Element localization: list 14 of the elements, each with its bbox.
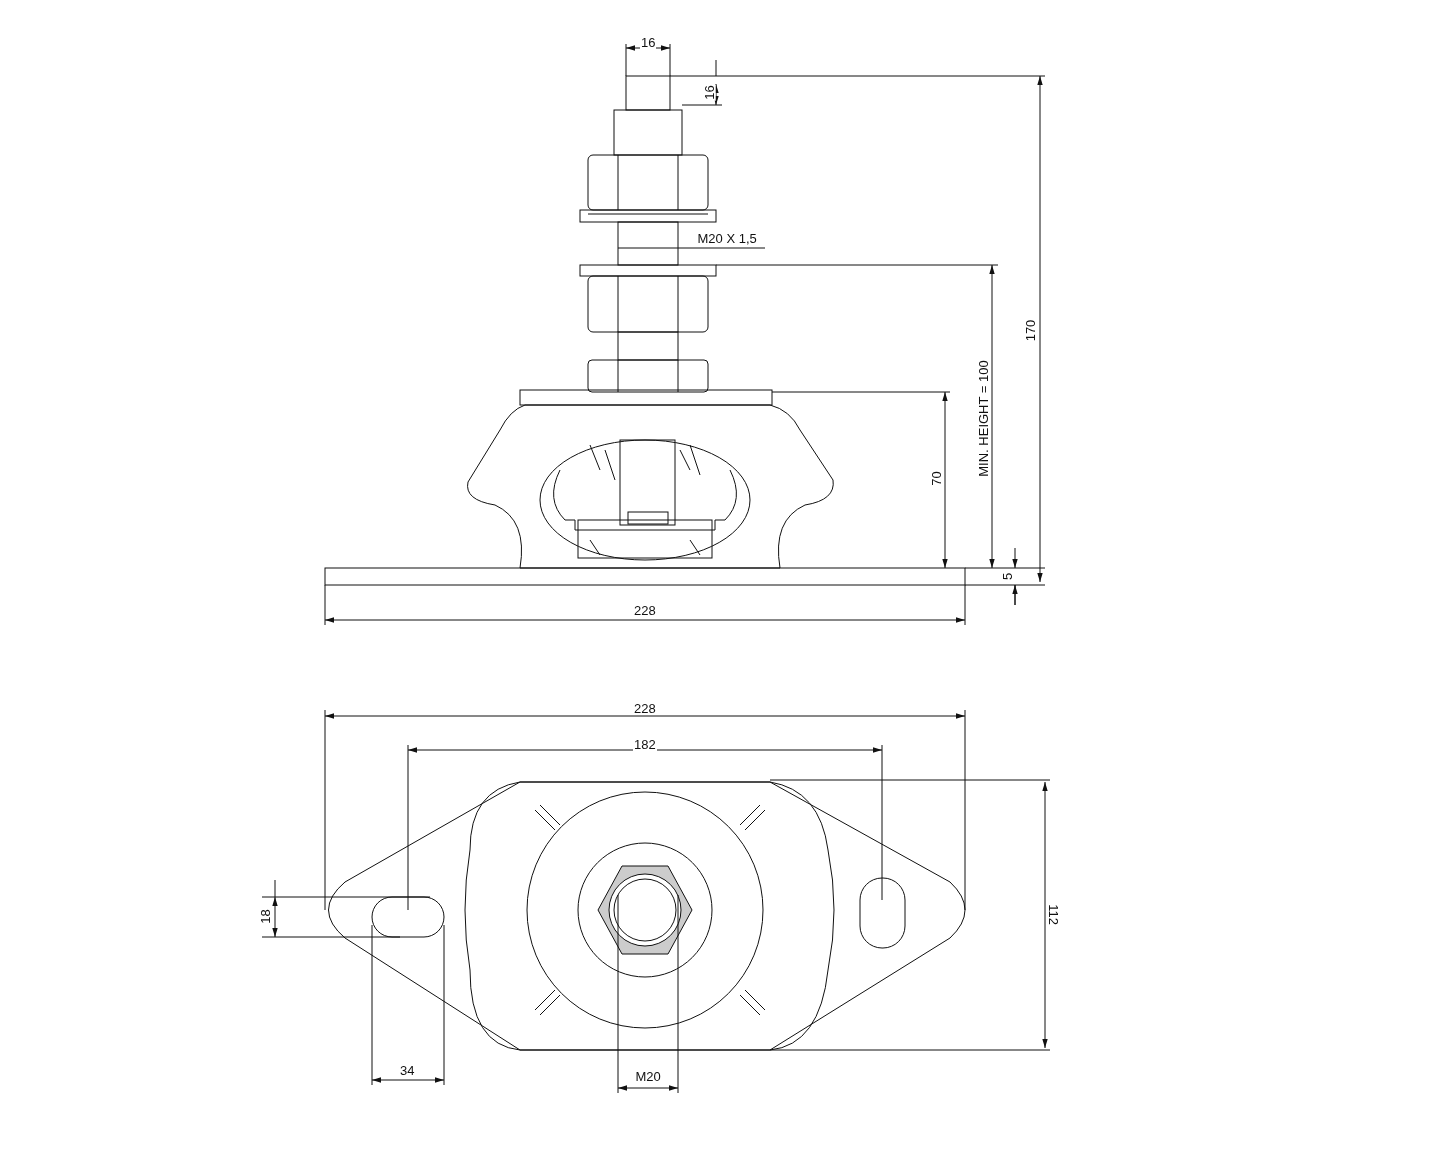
dimension-label: 16 <box>702 83 716 101</box>
dimension-label: MIN. HEIGHT = 100 <box>976 358 990 478</box>
dimension-label: M20 X 1,5 <box>696 231 758 245</box>
dimension-label: 182 <box>633 737 657 751</box>
dimension-label: 228 <box>633 603 657 617</box>
dimension-label: 228 <box>633 701 657 715</box>
dimension-label: 18 <box>258 907 272 925</box>
dimension-label: 170 <box>1024 318 1038 342</box>
dimension-label: 5 <box>1000 571 1014 581</box>
dimension-label: 70 <box>929 469 943 487</box>
dimension-label: 34 <box>399 1063 416 1077</box>
dimension-label: M20 <box>634 1069 662 1083</box>
dimension-label: 16 <box>640 35 657 49</box>
dimension-label: 112 <box>1046 902 1060 926</box>
